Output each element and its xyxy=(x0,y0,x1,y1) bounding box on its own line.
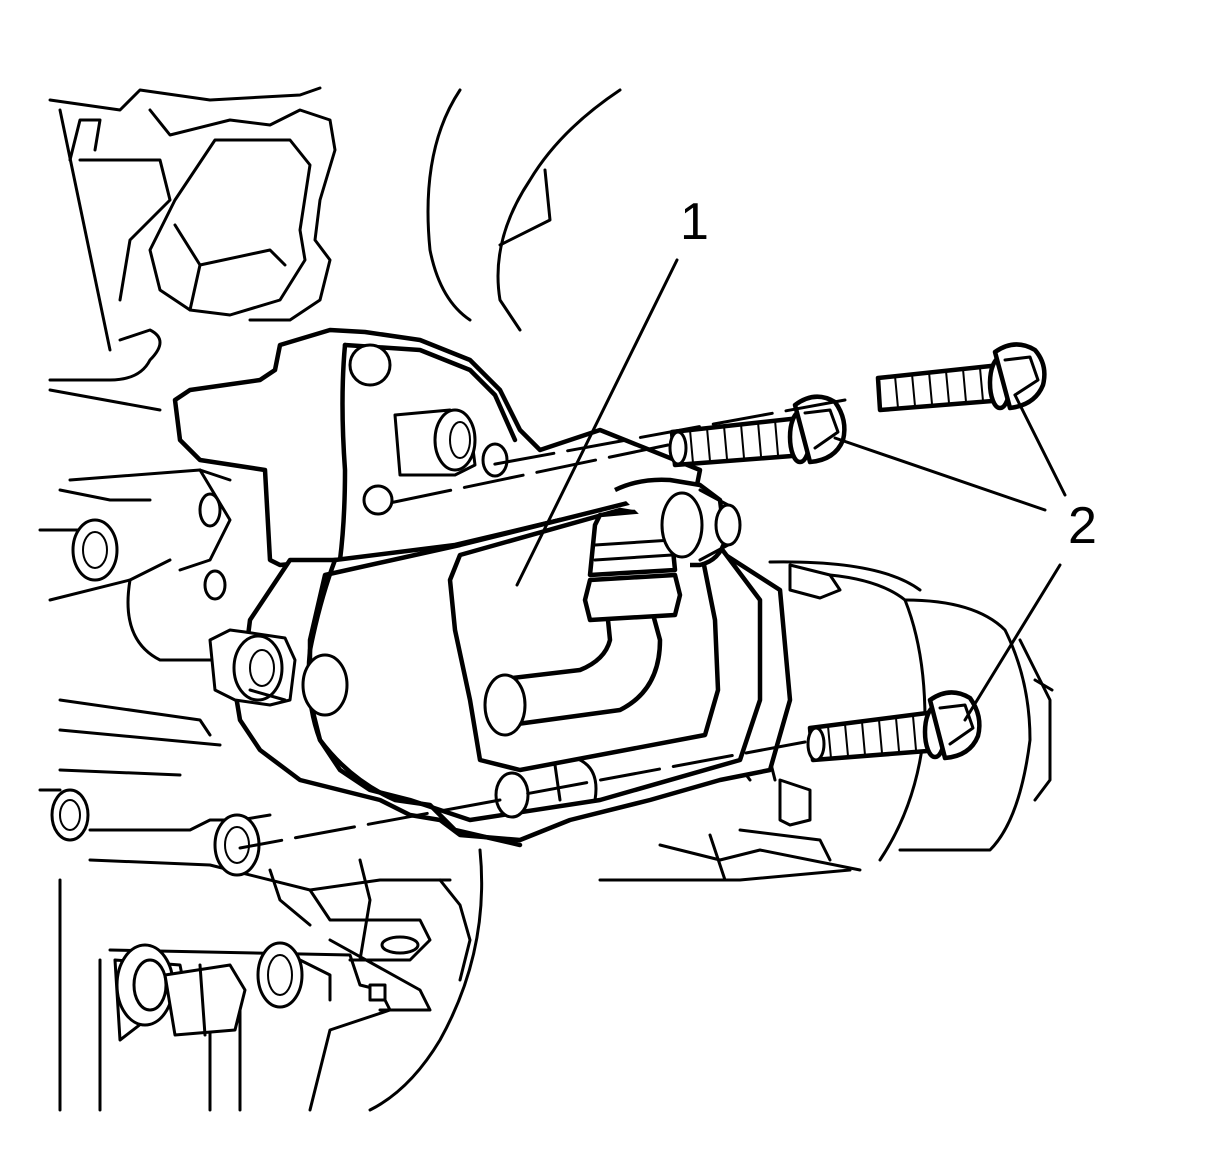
bolt-upper-right xyxy=(875,342,1047,413)
oil-pipe xyxy=(483,477,742,737)
bolt-alignment-lines xyxy=(238,398,847,850)
lower-sensor-connector xyxy=(113,941,387,1042)
block-boss-holes xyxy=(50,492,420,955)
engine-block-outline xyxy=(38,86,622,1112)
bolt-lower xyxy=(806,690,982,763)
callout-leader-lines xyxy=(515,258,1067,722)
callout-1-oil-cooler: 1 xyxy=(680,193,709,251)
starter-motor-housing xyxy=(598,560,1054,882)
bolt-middle xyxy=(668,394,847,468)
callout-2-bolts: 2 xyxy=(1068,497,1097,555)
